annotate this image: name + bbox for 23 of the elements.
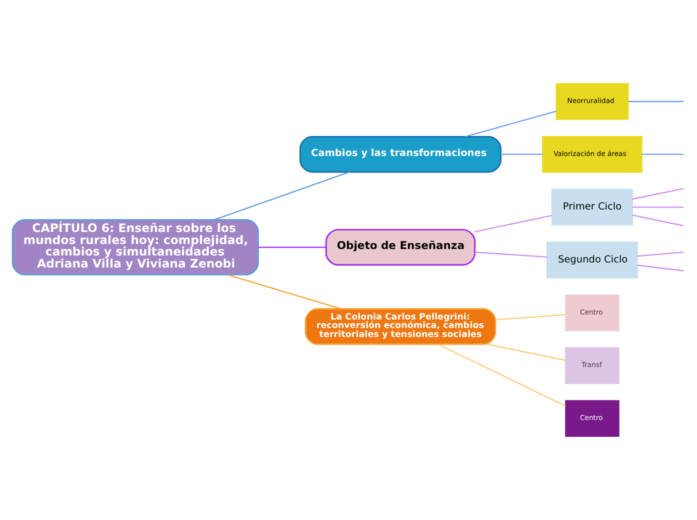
connector [500,154,543,155]
connector [637,264,684,272]
node-box: Primer Ciclo [551,188,634,226]
connector [632,188,684,200]
connector [474,214,552,232]
connector [632,214,684,226]
node-box: Segundo Ciclo [546,242,638,278]
connector [628,100,684,102]
connector [214,171,350,220]
connector [642,154,684,155]
connector [258,246,326,248]
connector [474,252,548,258]
connector [486,344,566,361]
node-box: Objeto de Enseñanza [325,228,476,266]
node-box: La Colonia Carlos Pellegrini: reconversión económica, cambios territoriales y tensiones sociales [304,308,496,345]
connector [464,110,556,138]
connector [632,206,684,208]
connector [637,252,684,257]
connector [438,344,566,407]
connector [495,314,566,320]
node-box: Cambios y las transformaciones [299,136,502,173]
connector [227,274,342,310]
node-box: CAPÍTULO 6: Enseñar sobre los mundos rurales hoy: complejidad, cambios y simultaneidades Adriana Villa y Viviana Zenobi [12,219,259,276]
